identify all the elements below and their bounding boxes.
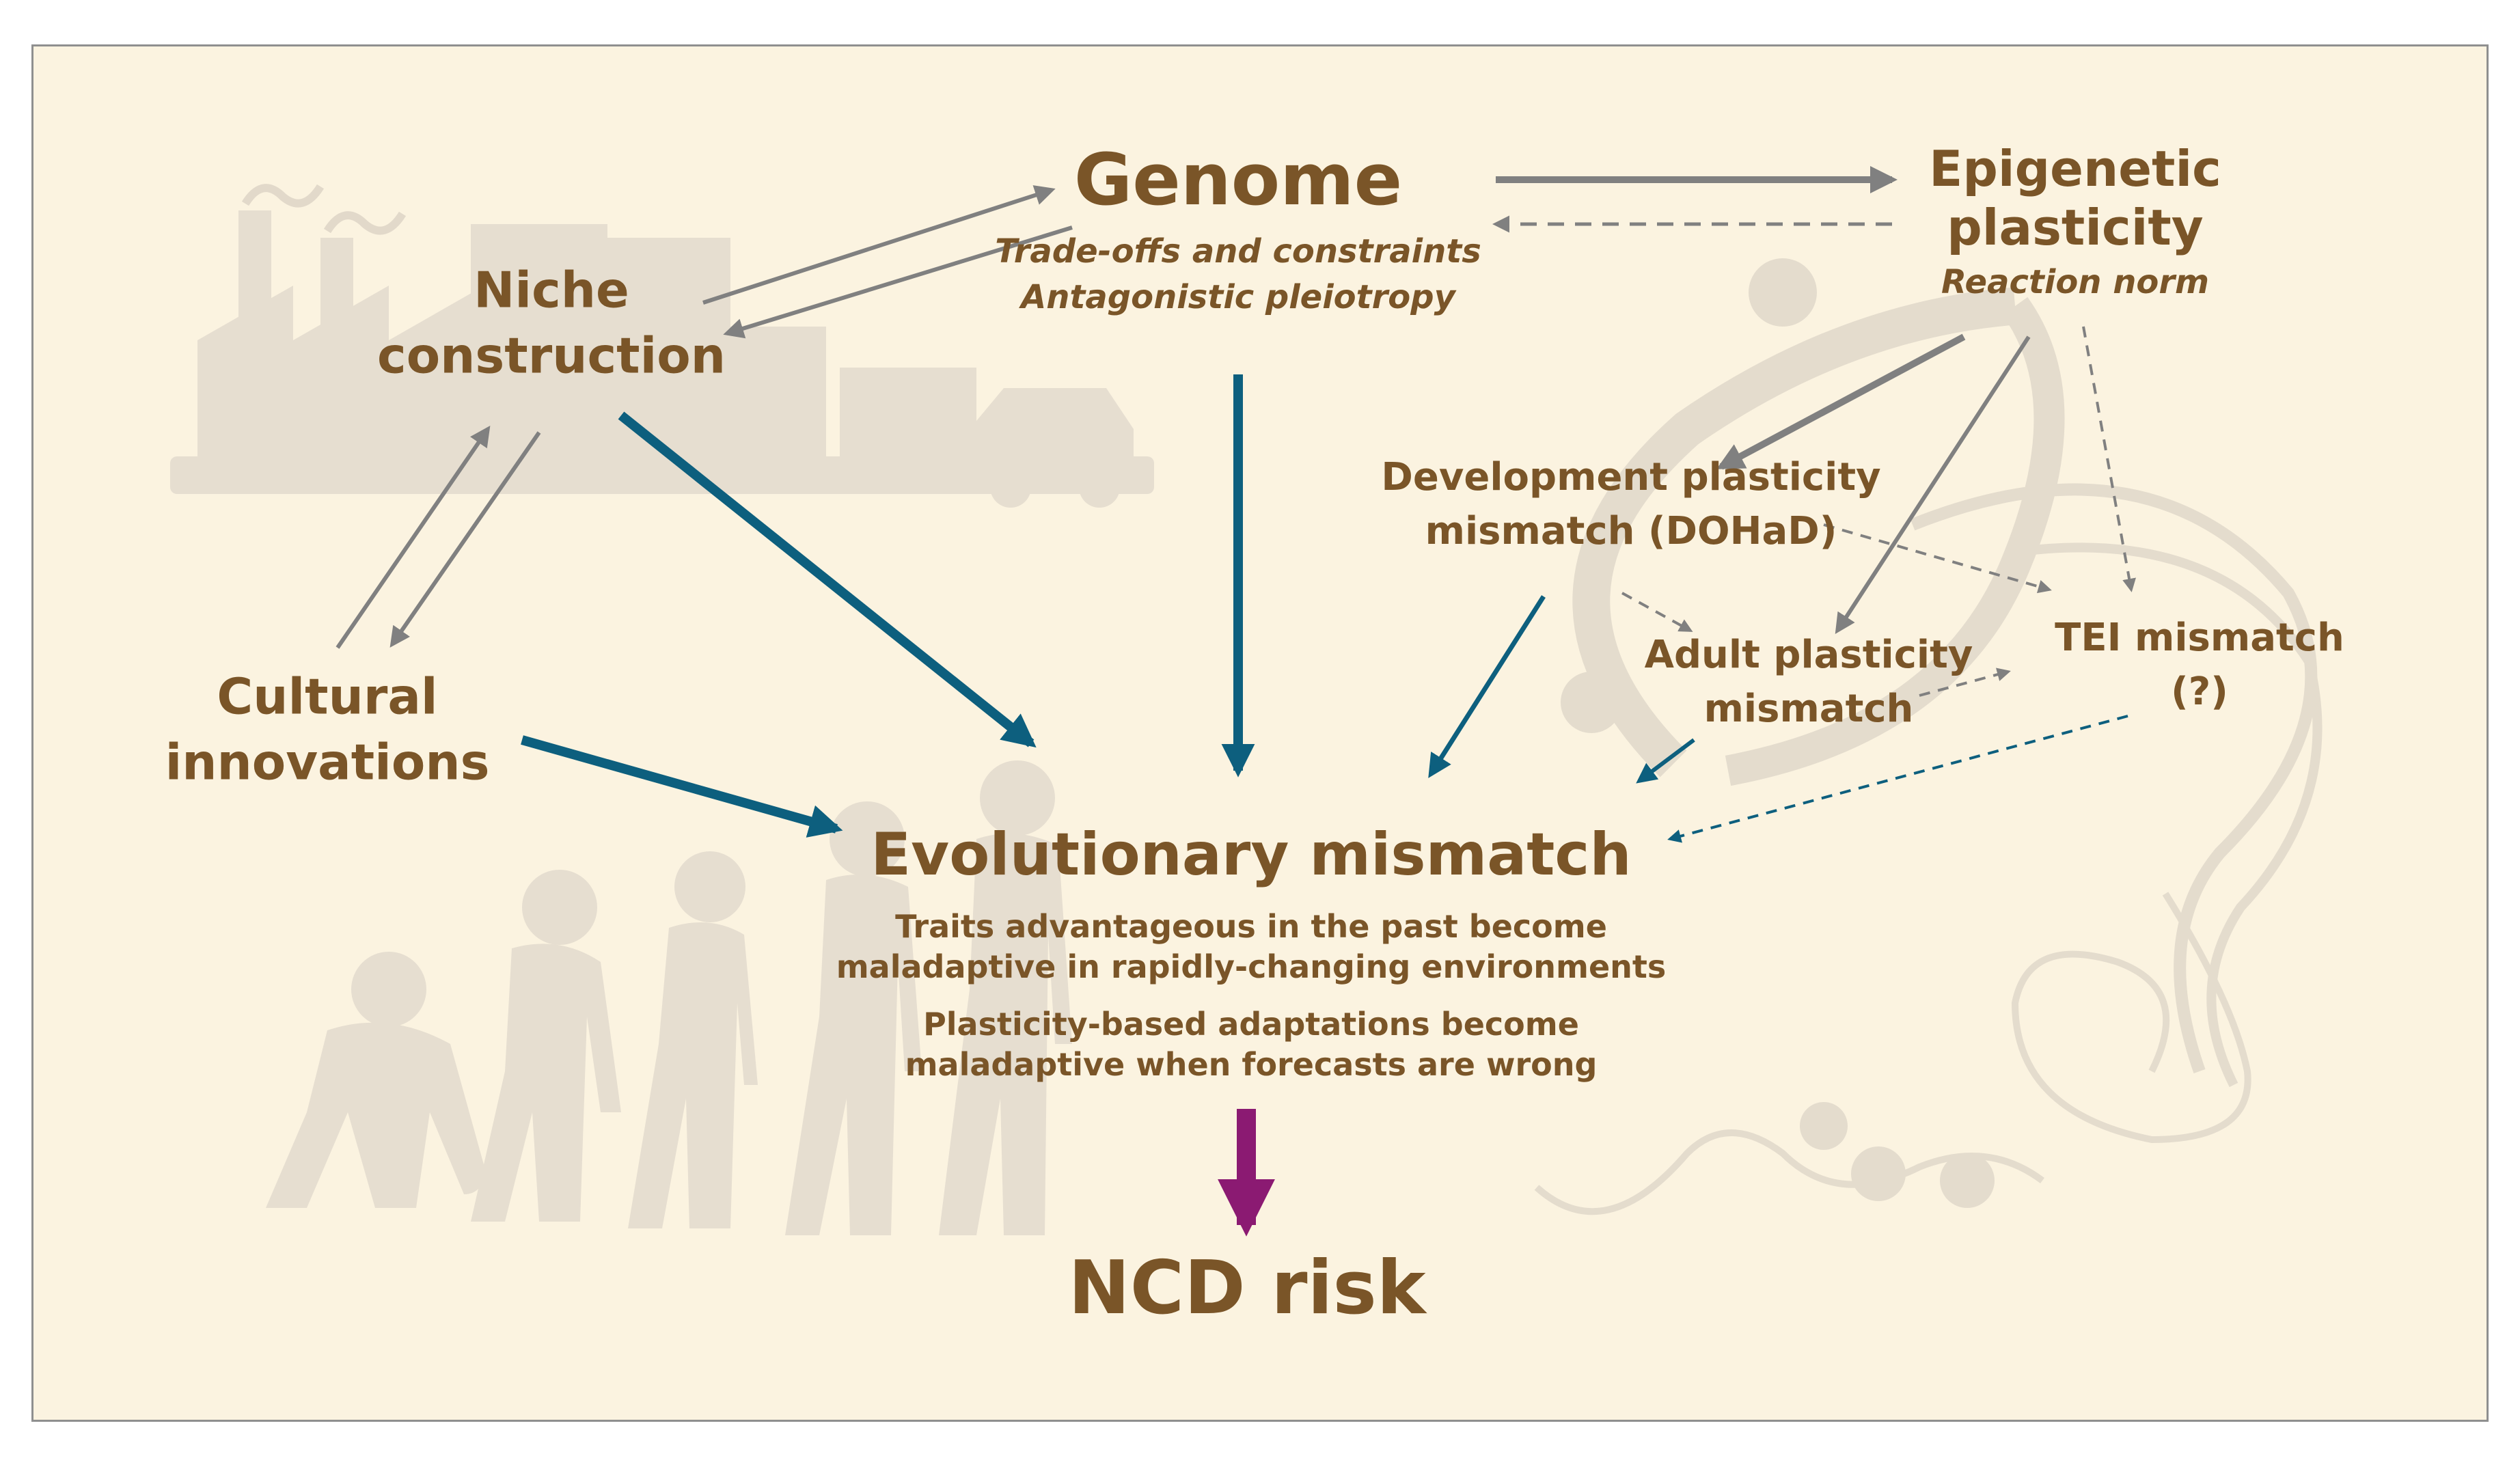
arrow-tei-to-mismatch xyxy=(1667,715,2128,843)
adult-plasticity-node: Adult plasticity mismatch xyxy=(1645,632,1973,732)
dna-helix-illustration xyxy=(1534,258,2323,1215)
genome-title: Genome xyxy=(1073,138,1403,222)
arrow-genome-to-niche xyxy=(723,225,1073,339)
factory-city-silhouette xyxy=(170,184,1154,508)
genome-node: Genome Trade-offs and constraints Antago… xyxy=(995,137,1481,318)
evolutionary-title: Evolutionary mismatch xyxy=(871,821,1632,890)
arrow-adult-to-mismatch xyxy=(1636,738,1695,784)
arrow-epigenetic-to-development xyxy=(1716,333,1966,470)
evolutionary-mismatch-node: Evolutionary mismatch Traits advantageou… xyxy=(836,820,1667,1084)
arrow-development-to-adult xyxy=(1621,592,1693,632)
cultural-line2: innovations xyxy=(165,734,490,791)
epigenetic-subtitle: Reaction norm xyxy=(1941,262,2210,301)
cultural-innovations-node: Cultural innovations xyxy=(165,668,490,793)
diagram-frame: Genome Trade-offs and constraints Antago… xyxy=(31,44,2489,1422)
evolutionary-desc2-line1: Plasticity-based adaptations become xyxy=(923,1005,1579,1043)
arrow-development-to-mismatch xyxy=(1428,595,1546,778)
arrow-adult-to-tei xyxy=(1919,668,2011,697)
evolutionary-desc1-line2: maladaptive in rapidly-changing environm… xyxy=(836,948,1667,986)
tei-line1: TEI mismatch xyxy=(2055,615,2344,660)
genome-subtitle-tradeoffs: Trade-offs and constraints xyxy=(995,232,1481,271)
evolutionary-desc1-line1: Traits advantageous in the past become xyxy=(895,908,1607,946)
arrow-epigenetic-to-tei xyxy=(2082,326,2136,592)
ncd-title: NCD risk xyxy=(1068,1246,1426,1332)
epigenetic-title-line2: plasticity xyxy=(1947,199,2204,257)
arrow-niche-to-mismatch xyxy=(618,411,1037,748)
development-line2: mismatch (DOHaD) xyxy=(1425,509,1837,553)
arrow-development-to-tei xyxy=(1823,523,2052,594)
arrows-layer xyxy=(335,166,2136,1237)
arrow-cultural-to-niche xyxy=(335,426,491,649)
ncd-risk-node: NCD risk xyxy=(1068,1244,1425,1333)
tei-mismatch-node: TEI mismatch (?) xyxy=(2055,615,2344,715)
development-plasticity-node: Development plasticity mismatch (DOHaD) xyxy=(1381,454,1880,554)
arrow-epigenetic-to-adult xyxy=(1835,335,2031,635)
arrow-cultural-to-mismatch xyxy=(521,735,843,838)
genome-subtitle-pleiotropy: Antagonistic pleiotropy xyxy=(1021,278,1455,317)
background-illustrations xyxy=(170,184,2323,1235)
niche-construction-node: Niche construction xyxy=(377,261,726,386)
adult-line1: Adult plasticity xyxy=(1644,632,1973,677)
epigenetic-plasticity-node: Epigenetic plasticity Reaction norm xyxy=(1929,139,2221,302)
tei-line2: (?) xyxy=(2171,670,2228,714)
adult-line2: mismatch xyxy=(1703,687,1914,731)
evolutionary-desc2-line2: maladaptive when forecasts are wrong xyxy=(905,1045,1598,1083)
human-evolution-silhouette xyxy=(266,760,1072,1235)
arrow-niche-to-genome xyxy=(702,185,1056,305)
niche-line2: construction xyxy=(377,327,726,385)
cultural-line1: Cultural xyxy=(217,668,438,726)
epigenetic-title-line1: Epigenetic xyxy=(1929,139,2221,197)
niche-line1: Niche xyxy=(474,261,629,319)
development-line1: Development plasticity xyxy=(1381,454,1881,499)
arrow-niche-to-cultural xyxy=(389,431,541,648)
